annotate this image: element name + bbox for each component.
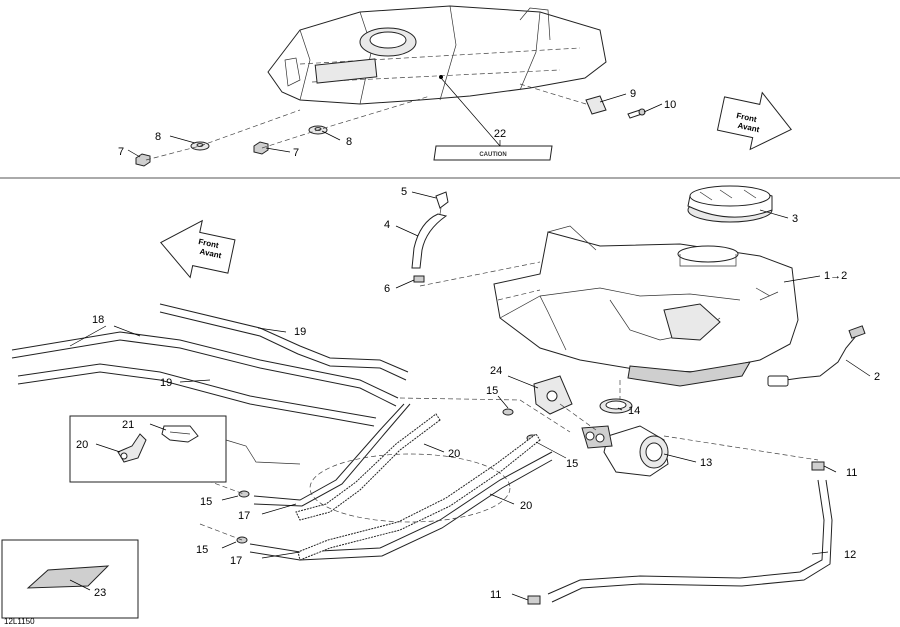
callout-4: 4 <box>384 219 390 231</box>
callout-23: 23 <box>94 587 106 599</box>
front-arrow-upper: Front Avant <box>716 91 792 151</box>
callout-7-left: 7 <box>118 146 124 158</box>
callout-17-lower: 17 <box>230 555 242 567</box>
callout-22: 22 <box>494 128 506 140</box>
washer-8-left <box>190 141 210 151</box>
fuel-hose-19 <box>159 303 409 381</box>
fuel-hose-17-lower <box>249 451 553 561</box>
front-arrow-lower: Front Avant <box>160 219 236 279</box>
callout-11-upper: 11 <box>846 467 857 479</box>
hose-clamp-15a <box>502 408 514 416</box>
callout-2: 2 <box>874 371 880 383</box>
callout-12: 12 <box>844 549 856 561</box>
callout-15-left-lower: 15 <box>196 544 208 556</box>
callout-7-right: 7 <box>293 147 299 159</box>
clamp-6 <box>413 275 425 283</box>
callout-19-upper: 19 <box>294 326 306 338</box>
hose-clamp-11-lower <box>527 595 541 605</box>
callout-labels: 8 7 8 7 9 10 22 5 4 6 3 1→2 2 18 19 19 2… <box>4 88 880 626</box>
front-label-lower: Front <box>198 237 220 250</box>
callout-14: 14 <box>628 405 640 417</box>
hose-clamp-11-upper <box>811 461 825 471</box>
leader-lines <box>69 93 871 601</box>
upper-fuel-tank-assembly <box>267 5 607 105</box>
bracket-9 <box>585 95 607 115</box>
callout-9: 9 <box>630 88 636 100</box>
callout-24: 24 <box>490 365 502 377</box>
fuel-line-12 <box>547 479 833 603</box>
callout-20-lower: 20 <box>520 500 532 512</box>
callout-11-lower: 11 <box>490 589 501 601</box>
detail-box <box>69 415 227 483</box>
nut-7-right <box>253 141 269 155</box>
drawing-code: 12L1150 <box>4 617 35 626</box>
bracket-20-detail <box>117 433 147 463</box>
fuel-tank-1 <box>493 225 799 387</box>
detail-zoom-ellipse <box>309 453 511 523</box>
pump-ring-14 <box>599 398 633 414</box>
callout-6: 6 <box>384 283 390 295</box>
callout-20-detail: 20 <box>76 439 88 451</box>
fuel-cap-3 <box>687 185 773 223</box>
callout-8-right: 8 <box>346 136 352 148</box>
callout-21: 21 <box>122 419 134 431</box>
clip-21 <box>161 425 199 443</box>
callout-15-mid: 15 <box>566 458 578 470</box>
callout-5: 5 <box>401 186 407 198</box>
protective-sleeve-20-lower <box>297 433 541 561</box>
callout-18: 18 <box>92 314 104 326</box>
callout-1-2: 1→2 <box>824 270 847 282</box>
protective-sleeve-20-upper <box>295 413 441 521</box>
front-label-upper: Front <box>736 111 758 124</box>
callout-15-left-upper: 15 <box>200 496 212 508</box>
callout-8-left: 8 <box>155 131 161 143</box>
callout-3: 3 <box>792 213 798 225</box>
mount-centerline-left <box>145 109 301 161</box>
fuel-hose-18 <box>11 331 399 427</box>
callout-13: 13 <box>700 457 712 469</box>
callout-15-upper: 15 <box>486 385 498 397</box>
hose-clamp-15c <box>238 490 250 498</box>
pump-plate-24 <box>533 375 573 415</box>
vent-hose-4 <box>411 213 448 269</box>
caution-decal-22: CAUTION <box>433 145 553 161</box>
screw-10 <box>627 108 646 119</box>
mount-centerline-right <box>261 95 431 149</box>
vent-fitting-5 <box>435 191 449 215</box>
callout-17-upper: 17 <box>238 510 250 522</box>
fuel-hose-17-upper <box>253 403 411 507</box>
fuel-sender-2 <box>767 325 866 387</box>
callout-20-upper: 20 <box>448 448 460 460</box>
decal-text: CAUTION <box>479 152 506 158</box>
fuel-pump-13 <box>581 425 669 477</box>
callout-10: 10 <box>664 99 676 111</box>
callout-19-lower: 19 <box>160 377 172 389</box>
decal-23 <box>26 565 110 589</box>
